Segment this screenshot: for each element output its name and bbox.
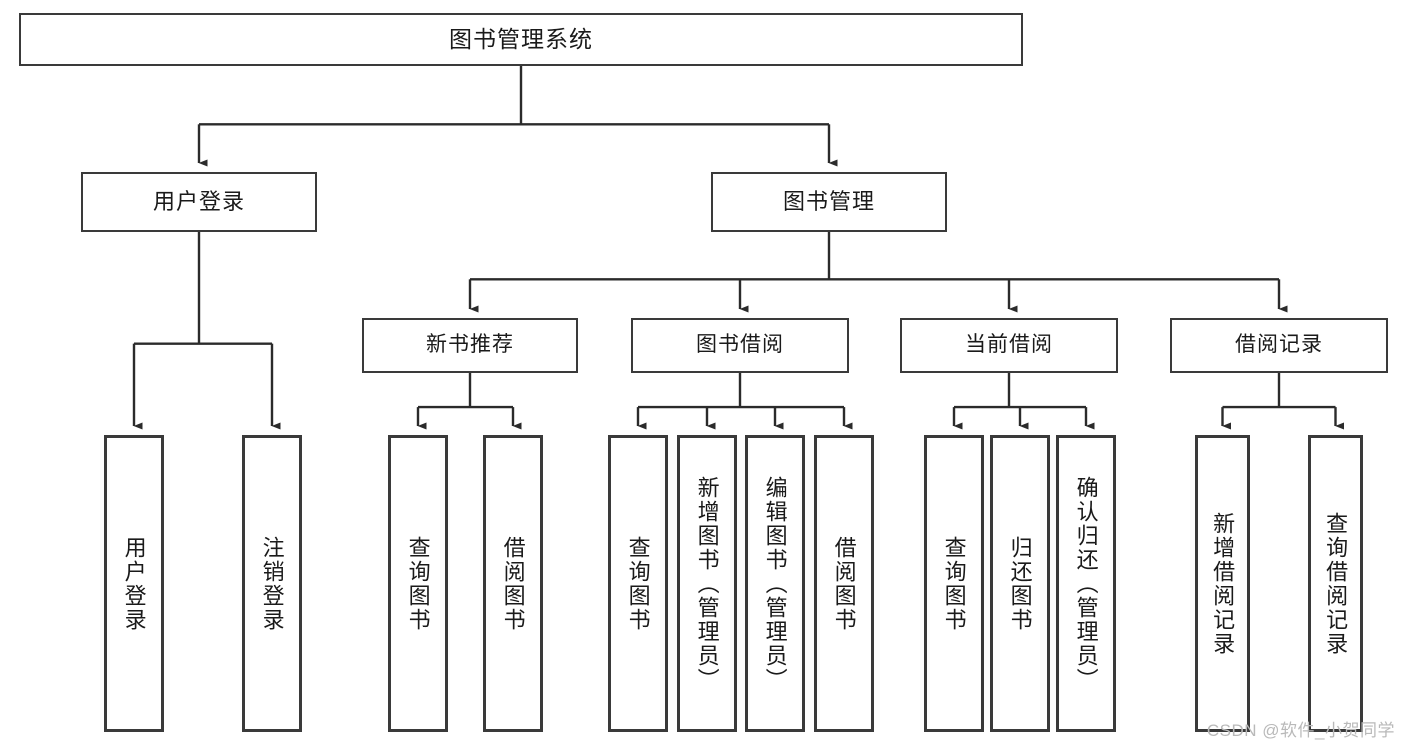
node-label: 图书借阅: [696, 333, 784, 357]
node-label: 查询图书: [625, 535, 651, 632]
node-current-borrow[interactable]: 当前借阅: [900, 318, 1118, 373]
node-label: 图书管理系统: [449, 26, 593, 53]
node-book-manage[interactable]: 图书管理: [711, 172, 947, 232]
node-leaf-edit-book[interactable]: 编辑图书（管理员）: [745, 435, 805, 732]
node-label: 查询图书: [941, 535, 967, 632]
node-label: 用户登录: [152, 189, 245, 215]
node-leaf-borrow-book[interactable]: 借阅图书: [814, 435, 874, 732]
node-leaf-query-book-rec[interactable]: 查询图书: [388, 435, 448, 732]
node-label: 新书推荐: [426, 333, 514, 357]
node-label: 新增借阅记录: [1210, 511, 1236, 656]
node-leaf-query-book-borrow[interactable]: 查询图书: [608, 435, 668, 732]
node-leaf-user-logout[interactable]: 注销登录: [242, 435, 302, 732]
node-leaf-add-book[interactable]: 新增图书（管理员）: [677, 435, 737, 732]
node-label: 查询借阅记录: [1323, 511, 1349, 656]
node-label: 借阅图书: [831, 535, 857, 632]
node-label: 归还图书: [1007, 535, 1033, 632]
node-leaf-return-book[interactable]: 归还图书: [990, 435, 1050, 732]
node-user-login[interactable]: 用户登录: [81, 172, 317, 232]
node-label: 编辑图书（管理员）: [762, 475, 788, 692]
node-leaf-add-borrow-record[interactable]: 新增借阅记录: [1195, 435, 1250, 732]
node-label: 借阅图书: [500, 535, 526, 632]
node-leaf-query-book-current[interactable]: 查询图书: [924, 435, 984, 732]
node-new-book-recommend[interactable]: 新书推荐: [362, 318, 578, 373]
node-leaf-user-login[interactable]: 用户登录: [104, 435, 164, 732]
node-label: 当前借阅: [965, 333, 1053, 357]
node-label: 用户登录: [121, 535, 147, 632]
node-label: 图书管理: [782, 189, 875, 215]
node-root[interactable]: 图书管理系统: [19, 13, 1023, 66]
node-leaf-query-borrow-record[interactable]: 查询借阅记录: [1308, 435, 1363, 732]
node-book-borrow[interactable]: 图书借阅: [631, 318, 849, 373]
node-label: 注销登录: [259, 535, 285, 632]
node-label: 新增图书（管理员）: [694, 475, 720, 692]
node-leaf-borrow-book-rec[interactable]: 借阅图书: [483, 435, 543, 732]
node-label: 借阅记录: [1235, 333, 1323, 357]
node-leaf-confirm-return[interactable]: 确认归还（管理员）: [1056, 435, 1116, 732]
watermark-text: CSDN @软件_小贺同学: [1206, 721, 1395, 740]
node-label: 查询图书: [405, 535, 431, 632]
node-label: 确认归还（管理员）: [1073, 475, 1099, 692]
node-borrow-record[interactable]: 借阅记录: [1170, 318, 1388, 373]
